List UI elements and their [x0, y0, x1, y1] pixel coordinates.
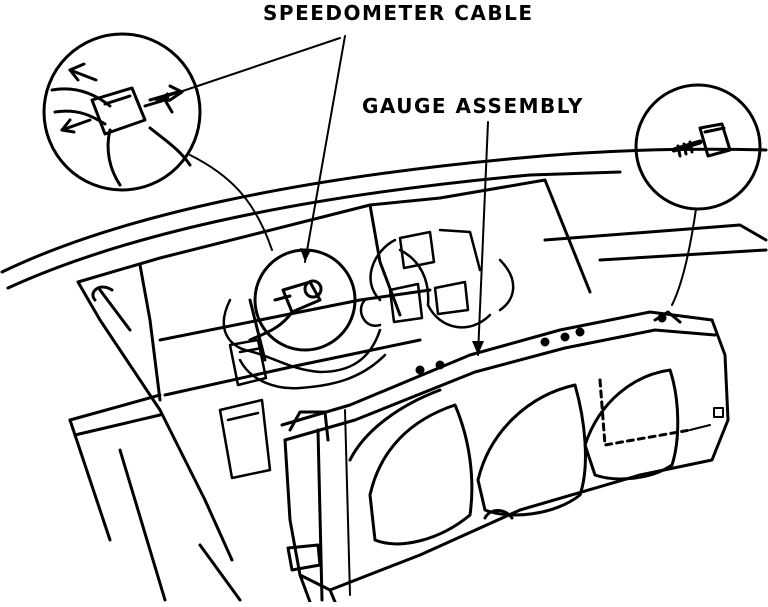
gauge-dial-right	[583, 368, 680, 481]
leader-speedometer-cable-main	[304, 35, 346, 263]
gauge-assembly	[280, 310, 730, 604]
lower-dash	[68, 393, 242, 602]
inset-connector-pointer	[189, 154, 273, 251]
connectors	[218, 230, 470, 480]
speedometer-cable-connection	[248, 248, 357, 352]
dash-cavity	[76, 178, 768, 562]
leader-lines	[155, 35, 697, 356]
gauge-dial-center	[476, 383, 587, 517]
leader-gauge-assembly	[477, 121, 489, 356]
arrow-shaft-up	[68, 68, 98, 82]
inset-connector-detail	[42, 32, 202, 192]
connector-right	[433, 280, 470, 316]
wiring-harness	[222, 228, 515, 390]
inset-screw-pointer	[671, 208, 697, 306]
gauge-assembly-label: GAUGE ASSEMBLY	[362, 94, 584, 118]
arrow-head-up	[68, 62, 86, 82]
connector-lower	[218, 398, 272, 480]
dashboard-top-lines	[0, 147, 768, 290]
connector-top	[398, 230, 436, 270]
connector-middle	[388, 282, 424, 324]
leader-arrowheads	[156, 92, 484, 355]
inset-screw-detail	[634, 83, 762, 211]
gauge-dial-left	[368, 403, 474, 546]
leader-speedometer-cable-inset	[155, 37, 341, 101]
connector-left	[228, 338, 268, 387]
speedometer-cable-label: SPEEDOMETER CABLE	[263, 1, 534, 25]
